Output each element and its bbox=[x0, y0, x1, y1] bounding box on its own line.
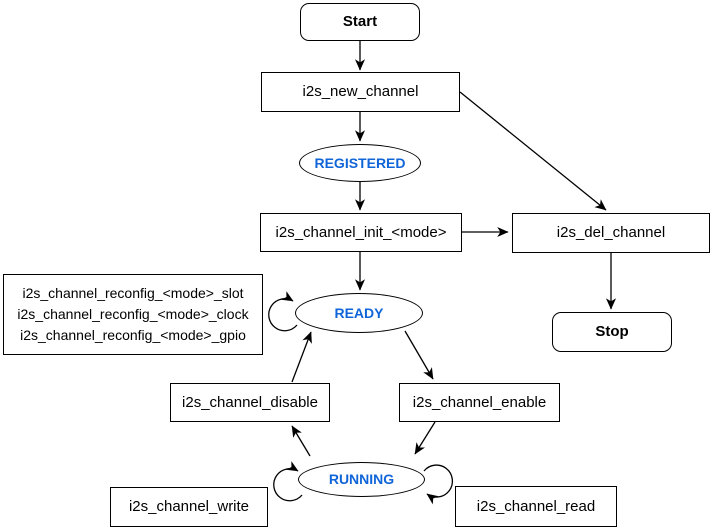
node-stop: Stop bbox=[552, 312, 672, 352]
state-running: RUNNING bbox=[298, 462, 425, 497]
edge-running-self-loop-right bbox=[423, 464, 454, 505]
node-i2s-del-channel: i2s_del_channel bbox=[512, 213, 710, 253]
state-registered-label: REGISTERED bbox=[314, 154, 406, 171]
state-ready-label: READY bbox=[334, 304, 384, 321]
node-start: Start bbox=[300, 3, 420, 41]
state-registered: REGISTERED bbox=[299, 144, 421, 182]
node-stop-label: Stop bbox=[595, 323, 629, 340]
node-i2s-channel-enable-label: i2s_channel_enable bbox=[412, 393, 547, 411]
node-i2s-channel-write: i2s_channel_write bbox=[110, 487, 268, 527]
edge-running-self-loop-left bbox=[273, 461, 303, 502]
state-running-label: RUNNING bbox=[328, 471, 395, 488]
node-i2s-channel-init: i2s_channel_init_<mode> bbox=[260, 213, 462, 252]
state-ready: READY bbox=[295, 293, 423, 333]
node-i2s-new-channel: i2s_new_channel bbox=[261, 72, 460, 112]
edge-running-to-disable bbox=[291, 425, 311, 457]
node-i2s-channel-init-label: i2s_channel_init_<mode> bbox=[275, 223, 447, 241]
edge-ready-self-loop bbox=[268, 291, 298, 332]
edge-disable-to-ready bbox=[291, 331, 312, 383]
node-i2s-channel-disable-label: i2s_channel_disable bbox=[182, 393, 318, 411]
edge-enable-to-running bbox=[414, 421, 436, 455]
node-i2s-channel-disable: i2s_channel_disable bbox=[170, 383, 330, 422]
node-i2s-channel-write-label: i2s_channel_write bbox=[128, 498, 250, 515]
node-i2s-new-channel-label: i2s_new_channel bbox=[302, 83, 419, 100]
node-i2s-channel-read: i2s_channel_read bbox=[455, 486, 617, 527]
node-i2s-del-channel-label: i2s_del_channel bbox=[556, 224, 666, 241]
node-i2s-channel-enable: i2s_channel_enable bbox=[399, 383, 560, 422]
node-start-label: Start bbox=[342, 13, 378, 30]
reconfig-slot-label: i2s_channel_reconfig_<mode>_slot bbox=[22, 285, 244, 301]
node-i2s-channel-read-label: i2s_channel_read bbox=[476, 497, 596, 515]
node-i2s-channel-reconfig: i2s_channel_reconfig_<mode>_slot i2s_cha… bbox=[3, 274, 263, 355]
edge-ready-to-enable bbox=[404, 330, 434, 380]
reconfig-gpio-label: i2s_channel_reconfig_<mode>_gpio bbox=[20, 327, 246, 343]
edge-new-channel-to-del-channel bbox=[459, 91, 607, 211]
reconfig-clock-label: i2s_channel_reconfig_<mode>_clock bbox=[17, 306, 249, 322]
